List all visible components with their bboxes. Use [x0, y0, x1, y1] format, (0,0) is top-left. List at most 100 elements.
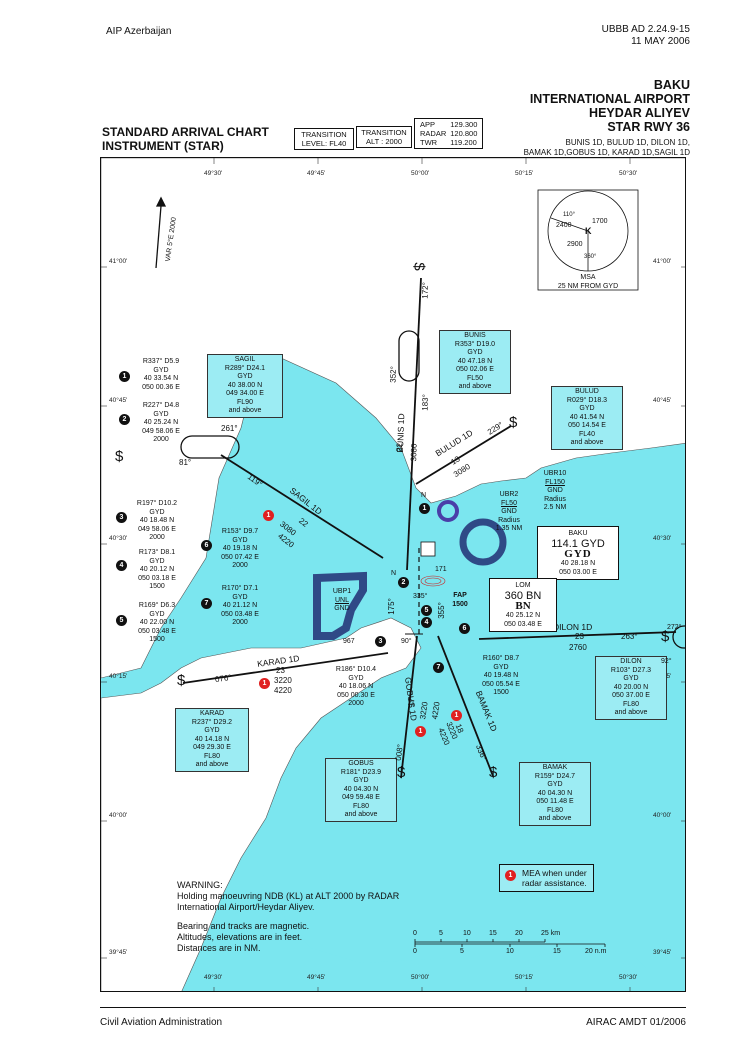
wpt-name: KARAD	[199, 710, 225, 717]
scale-km-tick: 15	[489, 930, 497, 937]
approach-fix-1: 1	[419, 503, 430, 514]
holding-outbound-bunis: 352°	[388, 366, 399, 383]
fix-ref: GYD	[149, 557, 165, 565]
waypoint-symbol-dilon: $	[661, 628, 670, 645]
note-text: Altitudes, elevations are in feet.	[177, 932, 303, 942]
approach-fix-6: 6	[459, 623, 470, 634]
transition-alt-label: TRANSITION	[361, 128, 407, 137]
route-dilon	[478, 631, 677, 640]
wpt-lon: 050 37.00 E	[612, 692, 650, 699]
route-bunis	[406, 277, 422, 571]
msa-radius: 25 NM FROM GYD	[557, 282, 619, 290]
fix-lat: 40 33.54 N	[143, 375, 179, 382]
chart-title-line2: INSTRUMENT (STAR)	[102, 139, 224, 153]
lat-label: 40°45'	[109, 397, 128, 404]
waypoint-box-dilon: DILON R103° D27.3 GYD 40 20.00 N 050 37.…	[595, 656, 667, 720]
wpt-name: GOBUS	[348, 760, 374, 767]
wpt-lat: 40 14.18 N	[194, 735, 230, 743]
lat-label: 40°45'	[653, 397, 672, 404]
waypoint-symbol-gobus: $	[397, 764, 406, 781]
navaid-freq: 114.1 GYD	[551, 538, 605, 550]
msa-label: MSA	[580, 274, 596, 281]
lon-label: 50°30'	[619, 974, 638, 981]
area-upper: FL50	[501, 499, 517, 507]
lat-label: 41°00'	[653, 258, 672, 265]
msa-value: 2900	[567, 241, 583, 248]
wpt-alt: FL90	[237, 398, 253, 406]
fix-marker: 7	[201, 598, 212, 609]
wpt-radial: R353° D19.0	[454, 340, 496, 348]
holding-outbound-dilon: 92°	[661, 658, 672, 665]
wpt-lon: 049 29.30 E	[193, 744, 231, 751]
lon-label: 50°15'	[515, 170, 534, 177]
wpt-ref: GYD	[547, 781, 563, 788]
wpt-alt: FL80	[623, 700, 639, 708]
route-karad	[182, 652, 389, 684]
waypoint-box-sagil: SAGIL R289° D24.1 GYD 40 38.00 N 049 34.…	[207, 354, 283, 418]
fix-radial: R337° D5.9	[142, 358, 180, 365]
fix-alt: 1500	[493, 689, 509, 696]
doc-id: UBBB AD 2.24.9-15	[601, 24, 690, 35]
navaid-lat: 40 25.12 N	[505, 612, 541, 619]
fix-lon: 050 03.48 E	[221, 610, 259, 618]
wpt-alt: FL80	[353, 802, 369, 810]
freq-value: 120.800	[450, 129, 478, 138]
obstacle-elevation: 967	[343, 638, 355, 645]
fap-label: FAP 1500	[449, 592, 471, 609]
wpt-alt: FL50	[467, 374, 483, 382]
fix-lat: 40 18.06 N	[338, 683, 374, 690]
mea-legend: 1 MEA when under radar assistance.	[499, 864, 594, 892]
transition-level-value: LEVEL: FL40	[301, 139, 347, 148]
wpt-ref: GYD	[579, 405, 595, 412]
wpt-ref: GYD	[623, 675, 639, 682]
msa-value: 2400	[556, 222, 572, 229]
scale-nm-tick: 20 n.m	[585, 948, 607, 955]
airport-title: BAKU INTERNATIONAL AIRPORT HEYDAR ALIYEV…	[530, 78, 690, 134]
lon-label: 49°45'	[307, 170, 326, 177]
msa-circle	[537, 189, 639, 291]
waypoint-symbol-bunis: $	[410, 262, 428, 271]
fix-lon: 049 58.06 E	[142, 427, 180, 435]
mea-text: radar assistance.	[522, 878, 587, 888]
fix-marker: 1	[119, 371, 130, 382]
lat-label: 40°30'	[653, 535, 672, 542]
warning-title: WARNING:	[177, 880, 223, 890]
vor-symbol	[420, 541, 436, 557]
waypoint-symbol-karad: $	[177, 672, 186, 689]
freq-name: RADAR	[420, 129, 447, 138]
navaid-lat: 40 28.18 N	[560, 560, 596, 567]
mea-marker: 1	[263, 510, 274, 521]
warning-text: International Airport/Heydar Aliyev.	[177, 902, 315, 912]
area-id: UBR2	[499, 491, 519, 498]
wpt-alt-note: and above	[458, 383, 492, 390]
freq-value: 129.300	[450, 120, 478, 129]
doc-header: UBBB AD 2.24.9-15 11 MAY 2006	[602, 24, 690, 48]
msa-bearing: 110°	[563, 212, 575, 218]
fix-alt: 1500	[149, 636, 165, 643]
routes	[182, 277, 677, 779]
wpt-alt-note: and above	[228, 407, 262, 414]
fix-lat: 40 18.48 N	[139, 517, 175, 524]
navaid-lon: 050 03.48 E	[504, 621, 542, 628]
fix-radial: R153° D9.7	[221, 528, 259, 535]
waypoint-symbol-bulud: $	[509, 414, 518, 431]
waypoint-box-gobus: GOBUS R181° D23.9 GYD 40 04.30 N 049 59.…	[325, 758, 397, 822]
approach-fix-7: 7	[433, 662, 444, 673]
fix-ref: GYD	[149, 610, 165, 618]
scale-bar-lines	[414, 939, 606, 947]
transition-alt-value: ALT : 2000	[366, 137, 402, 146]
msa-value: 1700	[592, 218, 608, 225]
navaid-lon: 050 03.00 E	[559, 569, 597, 576]
star-list-line2: BAMAK 1D,GOBUS 1D, KARAD 1D,SAGIL 1D	[523, 147, 690, 157]
route-alt-karad: 4220	[274, 686, 292, 695]
wpt-radial: R181° D23.9	[340, 768, 382, 776]
wpt-radial: R029° D18.3	[566, 396, 608, 404]
fix-marker: 4	[116, 560, 127, 571]
